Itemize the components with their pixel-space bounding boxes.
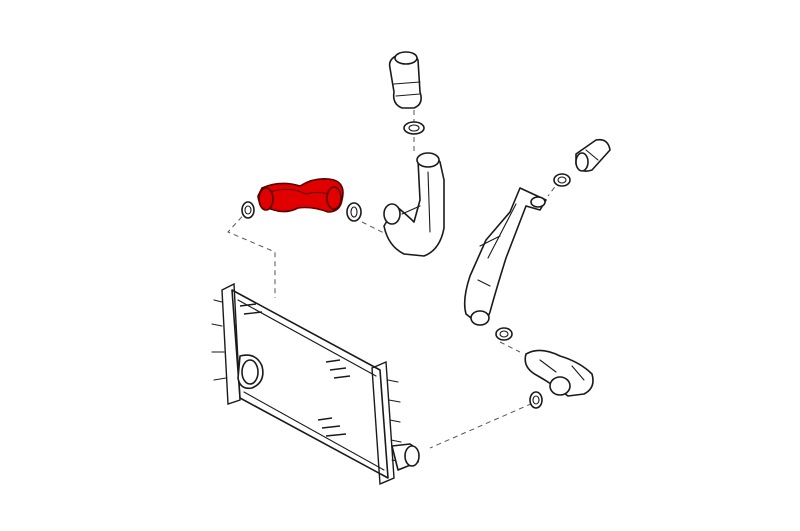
intercooler-right-tank [371,360,395,486]
intercooler-core [231,289,389,479]
charge-air-hose [257,178,344,213]
intercooler [211,282,420,486]
clamp-left [241,201,255,219]
clamp-lower-right [529,391,543,409]
charge-air-hose-body [257,178,344,213]
leader-line-right-mid [499,341,521,353]
lower-right-hose [524,349,594,397]
clamp-upper [403,121,425,135]
clamp-center [346,202,362,222]
leader-line-lower [429,399,541,449]
intercooler-fin-marks [239,303,351,437]
upper-intake-hose [388,51,422,109]
upper-right-hose [575,138,611,172]
intercooler-left-tank [221,282,241,405]
leader-line-left [227,209,276,298]
clamp-right-upper [553,173,571,187]
intake-pipe-right [463,187,547,326]
intake-pipe-left [383,152,445,257]
clamp-right-mid [495,327,513,341]
